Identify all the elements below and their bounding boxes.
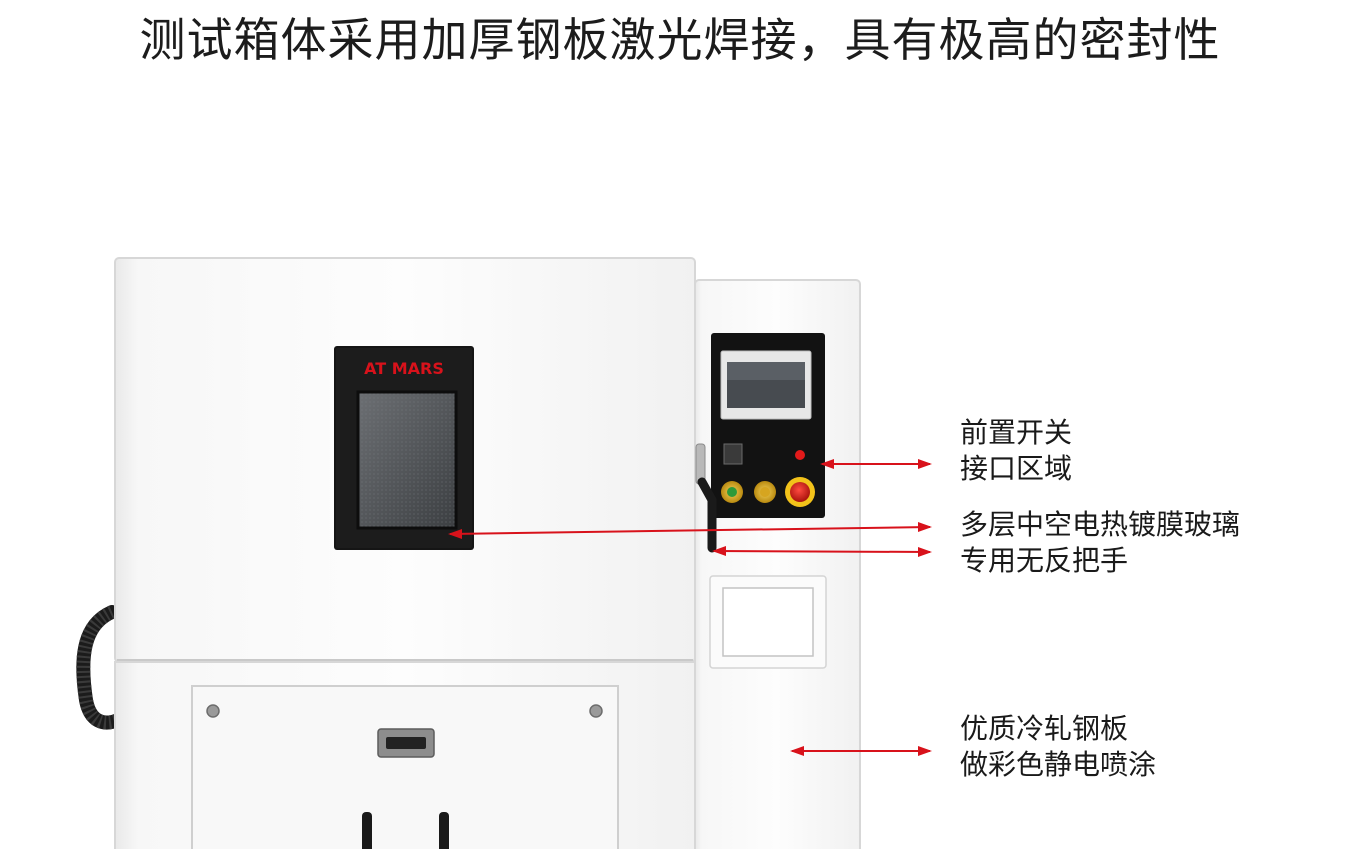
control-panel [711,333,825,518]
usb-port-icon [723,443,743,465]
vent-slot [362,812,372,849]
lower-cabinet [114,661,696,849]
callout-handle: 专用无反把手 [960,543,1128,579]
screw-icon [206,704,220,718]
callout-line: 前置开关 [960,416,1073,449]
callout-arrows [448,459,932,756]
power-cable [76,605,125,730]
side-access-panel [709,575,827,669]
callout-line: 多层中空电热镀膜玻璃 [960,508,1241,541]
callout-line: 专用无反把手 [960,544,1129,577]
callout-glass: 多层中空电热镀膜玻璃 [960,507,1240,543]
callout-front-switch: 前置开关 接口区域 [960,415,1072,487]
page-title: 测试箱体采用加厚钢板激光焊接，具有极高的密封性 [139,13,1221,67]
viewing-window [334,346,474,550]
door-handle [695,443,717,553]
callout-line: 接口区域 [960,452,1073,485]
screw-icon [589,704,603,718]
brand-logo: AT MARS [364,359,444,378]
power-indicator-icon [795,450,805,460]
callout-line: 做彩色静电喷涂 [960,748,1157,781]
callout-steel: 优质冷轧钢板 做彩色静电喷涂 [960,711,1156,783]
vent-slot [439,812,449,849]
callout-line: 优质冷轧钢板 [960,712,1129,745]
